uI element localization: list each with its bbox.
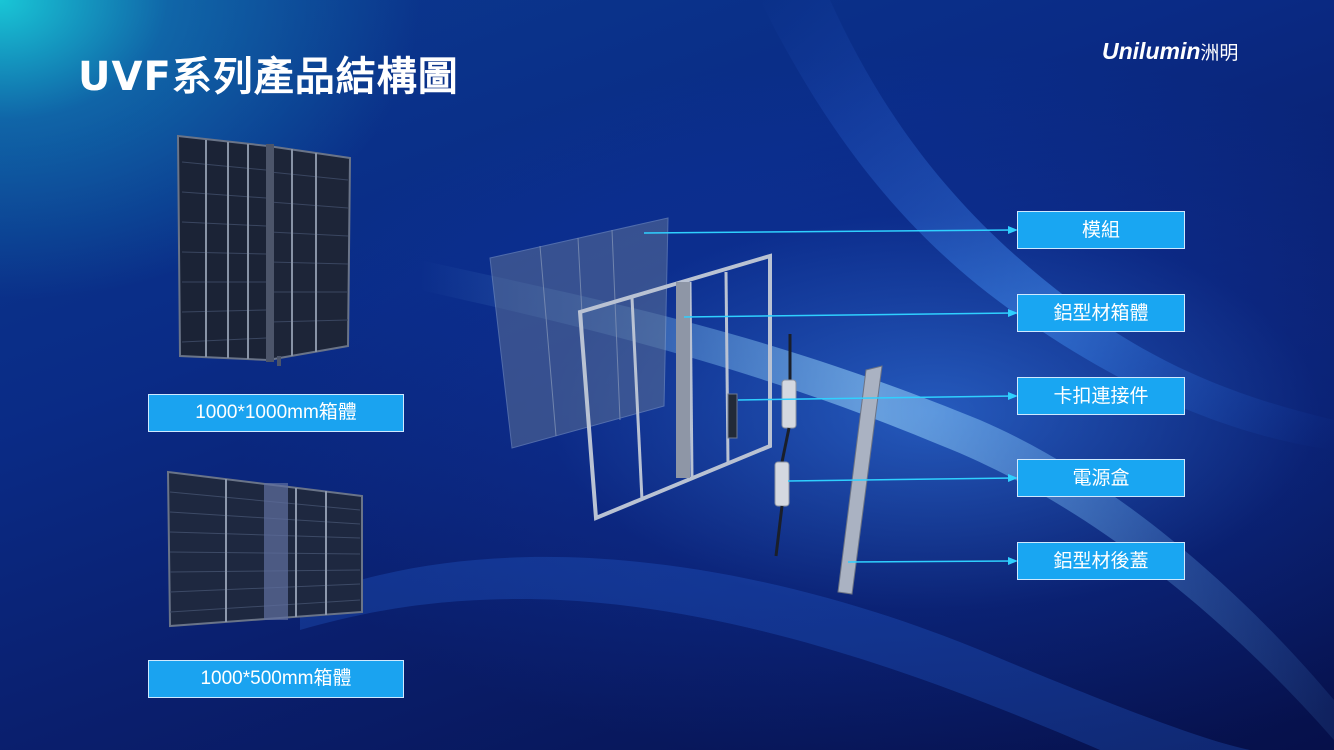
power-box-shape (774, 334, 797, 557)
label-power-box: 電源盒 (1017, 459, 1185, 497)
label-rear-cover: 鋁型材後蓋 (1017, 542, 1185, 580)
brand-logo: Unilumin洲明 (1102, 38, 1238, 65)
leader-arrowheads (1008, 226, 1018, 565)
logo-cjk: 洲明 (1200, 42, 1239, 64)
module-panel-shape (489, 217, 669, 449)
cabinet-1000x1000-image (176, 134, 352, 366)
cabinet-1000x500-image (166, 470, 363, 628)
logo-latin: Unilumin (1102, 38, 1201, 64)
page-title: UVF系列產品結構圖 (78, 54, 459, 100)
leader-lines (643, 229, 1015, 563)
cabinet-caption-1000x1000: 1000*1000mm箱體 (148, 394, 404, 432)
clip-connector-shape (727, 393, 738, 439)
label-module: 模組 (1017, 211, 1185, 249)
frame-center-bar (676, 282, 690, 478)
label-aluminum-cabinet: 鋁型材箱體 (1017, 294, 1185, 332)
cabinet-caption-1000x500: 1000*500mm箱體 (148, 660, 404, 698)
label-clip-connector: 卡扣連接件 (1017, 377, 1185, 415)
